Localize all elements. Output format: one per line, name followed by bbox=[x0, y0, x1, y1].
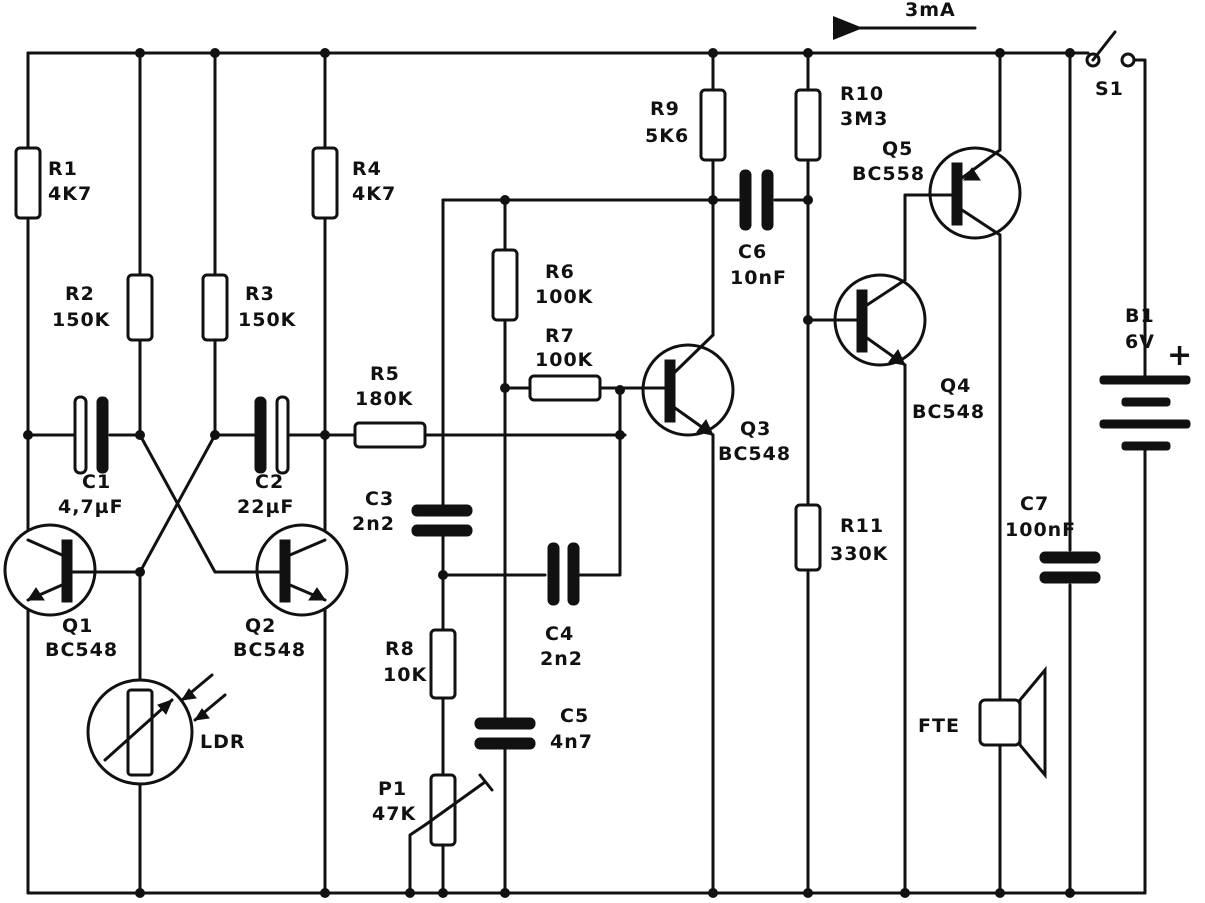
c6-value: 10nF bbox=[730, 267, 787, 289]
switch-s1: S1 bbox=[1085, 30, 1136, 100]
c5-value: 4n7 bbox=[550, 731, 593, 753]
r2-value: 150K bbox=[52, 309, 111, 331]
b1-ref: B1 bbox=[1125, 305, 1155, 327]
c2-value: 22µF bbox=[237, 496, 294, 518]
resistor-r9: R9 5K6 bbox=[645, 88, 727, 162]
r8-ref: R8 bbox=[385, 638, 415, 660]
c1-ref: C1 bbox=[82, 471, 111, 493]
p1-value: 47K bbox=[372, 803, 416, 825]
c1-value: 4,7µF bbox=[58, 496, 124, 518]
c3-value: 2n2 bbox=[352, 513, 395, 535]
wires-right bbox=[903, 51, 1072, 895]
r6-value: 100K bbox=[535, 286, 594, 308]
c4-ref: C4 bbox=[545, 623, 574, 645]
c4-value: 2n2 bbox=[540, 648, 583, 670]
capacitor-c2: C2 22µF bbox=[237, 395, 294, 518]
resistor-r1: R1 4K7 bbox=[14, 146, 92, 220]
r1-ref: R1 bbox=[48, 158, 78, 180]
r4-value: 4K7 bbox=[352, 183, 396, 205]
c5-ref: C5 bbox=[560, 705, 589, 727]
b1-value: 6V bbox=[1125, 331, 1155, 353]
resistor-r2: R2 150K bbox=[52, 273, 154, 342]
q2-ref: Q2 bbox=[245, 615, 276, 637]
q3-value: BC548 bbox=[718, 443, 791, 465]
transistor-q1: Q1 BC548 bbox=[3, 523, 118, 661]
ldr-sensor: LDR bbox=[86, 673, 246, 786]
r2-ref: R2 bbox=[65, 283, 95, 305]
transistor-q3: Q3 BC548 bbox=[641, 333, 791, 465]
r9-ref: R9 bbox=[650, 98, 680, 120]
capacitor-c4: C4 2n2 bbox=[540, 542, 583, 670]
resistor-r6: R6 100K bbox=[491, 248, 594, 322]
q4-ref: Q4 bbox=[940, 375, 971, 397]
speaker-fte: FTE bbox=[918, 665, 1047, 780]
r10-value: 3M3 bbox=[840, 108, 888, 130]
wires-left bbox=[26, 51, 627, 895]
transistor-q2: Q2 BC548 bbox=[233, 523, 349, 661]
resistor-r4: R4 4K7 bbox=[311, 146, 396, 220]
q1-value: BC548 bbox=[45, 639, 118, 661]
battery-plus-sign: + bbox=[1167, 338, 1192, 373]
q3-ref: Q3 bbox=[740, 418, 771, 440]
fte-ref: FTE bbox=[918, 715, 960, 737]
resistor-r3: R3 150K bbox=[201, 273, 297, 342]
r4-ref: R4 bbox=[352, 158, 382, 180]
r11-ref: R11 bbox=[840, 515, 884, 537]
r8-value: 10K bbox=[383, 664, 427, 686]
right-supply-wire bbox=[1131, 58, 1147, 895]
r1-value: 4K7 bbox=[48, 183, 92, 205]
c7-ref: C7 bbox=[1020, 493, 1049, 515]
q2-value: BC548 bbox=[233, 639, 306, 661]
junction-dots bbox=[23, 48, 1075, 898]
r11-value: 330K bbox=[830, 543, 889, 565]
resistor-r11: R11 330K bbox=[794, 503, 889, 572]
r5-ref: R5 bbox=[370, 363, 400, 385]
r6-ref: R6 bbox=[545, 261, 575, 283]
resistor-r7: R7 100K bbox=[528, 325, 602, 402]
q5-value: BC558 bbox=[852, 163, 925, 185]
r3-value: 150K bbox=[238, 309, 297, 331]
r7-value: 100K bbox=[535, 349, 594, 371]
r3-ref: R3 bbox=[245, 283, 275, 305]
resistor-r10: R10 3M3 bbox=[794, 83, 888, 162]
r10-ref: R10 bbox=[840, 83, 884, 105]
wires-middle bbox=[408, 51, 837, 895]
q4-value: BC548 bbox=[912, 401, 985, 423]
s1-ref: S1 bbox=[1095, 78, 1124, 100]
capacitor-c1: C1 4,7µF bbox=[58, 395, 124, 518]
c7-value: 100nF bbox=[1005, 519, 1076, 541]
transistor-q5: Q5 BC558 bbox=[852, 138, 1022, 240]
c2-ref: C2 bbox=[255, 471, 284, 493]
q5-ref: Q5 bbox=[882, 138, 913, 160]
r7-ref: R7 bbox=[545, 325, 575, 347]
resistor-r5: R5 180K bbox=[353, 363, 427, 449]
c6-ref: C6 bbox=[738, 241, 767, 263]
p1-ref: P1 bbox=[378, 778, 407, 800]
capacitor-c6: C6 10nF bbox=[730, 169, 787, 289]
q1-ref: Q1 bbox=[62, 615, 93, 637]
capacitor-c3: C3 2n2 bbox=[352, 488, 473, 537]
potentiometer-p1: P1 47K bbox=[372, 773, 494, 847]
ldr-ref: LDR bbox=[200, 731, 246, 753]
current-label: 3mA bbox=[905, 0, 956, 21]
battery-b1: B1 6V + bbox=[1099, 305, 1192, 451]
transistor-q4: Q4 BC548 bbox=[833, 273, 985, 423]
r9-value: 5K6 bbox=[645, 125, 689, 147]
capacitor-c7: C7 100nF bbox=[1005, 493, 1101, 584]
r5-value: 180K bbox=[355, 388, 414, 410]
current-indicator: 3mA bbox=[833, 0, 977, 41]
capacitor-c5: C5 4n7 bbox=[474, 705, 593, 753]
resistor-r8: R8 10K bbox=[383, 628, 457, 700]
c3-ref: C3 bbox=[365, 488, 394, 510]
